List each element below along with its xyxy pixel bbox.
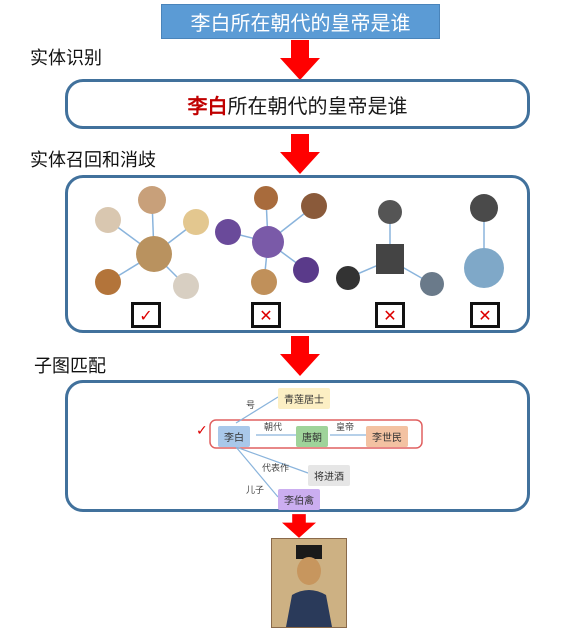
step-label-subgraph-matching: 子图匹配 <box>34 356 106 377</box>
edge-label-daibiaozuo: 代表作 <box>262 464 290 474</box>
candidate-mark-2: ✕ <box>251 302 281 328</box>
query-remainder: 所在朝代的皇帝是谁 <box>227 93 408 118</box>
portrait-node-icon <box>183 209 209 235</box>
game-character-icon <box>301 193 327 219</box>
candidate-mark-1: ✓ <box>131 302 161 328</box>
portrait-node-icon <box>95 269 121 295</box>
libai-portrait-icon <box>136 236 172 272</box>
top-query-text: 李白所在朝代的皇帝是谁 <box>190 11 411 35</box>
edge-label-chaodai: 朝代 <box>264 423 283 433</box>
subgraph-panel: 号 朝代 皇帝 代表作 儿子 ✓ 李白 唐朝 李世民 青莲居士 将进酒 李伯禽 <box>65 380 530 512</box>
edge-label-huangdi: 皇帝 <box>336 423 355 433</box>
down-arrow-icon <box>282 514 316 538</box>
down-arrow-icon <box>280 40 320 80</box>
down-arrow-icon <box>280 336 320 376</box>
answer-portrait-image <box>271 538 347 628</box>
candidate-graphs <box>95 186 504 299</box>
match-check-mark: ✓ <box>196 423 208 439</box>
person-photo-icon <box>336 266 360 290</box>
person-photo-icon <box>378 200 402 224</box>
emperor-portrait-icon <box>272 539 346 627</box>
game-character-icon <box>254 186 278 210</box>
node-lishimin: 李世民 <box>366 426 408 447</box>
step-label-entity-recognition: 实体识别 <box>30 48 102 69</box>
node-libochin: 李伯禽 <box>278 489 320 510</box>
step-label-entity-linking: 实体召回和消歧 <box>30 150 156 171</box>
matched-path-outline <box>209 419 423 449</box>
person-photo-icon <box>420 272 444 296</box>
person-photo-icon <box>470 194 498 222</box>
candidate-mark-4: ✕ <box>470 302 500 328</box>
recognized-query-panel: 李白所在朝代的皇帝是谁 <box>65 79 530 129</box>
candidate-mark-3: ✕ <box>375 302 405 328</box>
subgraph-edges <box>209 396 423 498</box>
recognized-entity: 李白 <box>187 93 228 118</box>
candidates-panel: ✓ ✕ ✕ ✕ <box>65 175 530 333</box>
game-character-icon <box>251 269 277 295</box>
game-character-icon <box>215 219 241 245</box>
node-jiang: 将进酒 <box>308 465 350 486</box>
top-query-box: 李白所在朝代的皇帝是谁 <box>161 4 440 39</box>
portrait-node-icon <box>173 273 199 299</box>
edge-label-erzi: 儿子 <box>246 486 265 496</box>
portrait-node-icon <box>95 207 121 233</box>
down-arrow-icon <box>280 134 320 174</box>
node-qinglian: 青莲居士 <box>278 388 330 409</box>
game-character-icon <box>293 257 319 283</box>
portrait-node-icon <box>138 186 166 214</box>
person-photo-icon <box>376 244 404 274</box>
game-character-icon <box>252 226 284 258</box>
node-libai: 李白 <box>218 426 250 447</box>
node-tang: 唐朝 <box>296 426 328 447</box>
person-photo-icon <box>464 248 504 288</box>
edge-label-hao: 号 <box>246 401 256 411</box>
